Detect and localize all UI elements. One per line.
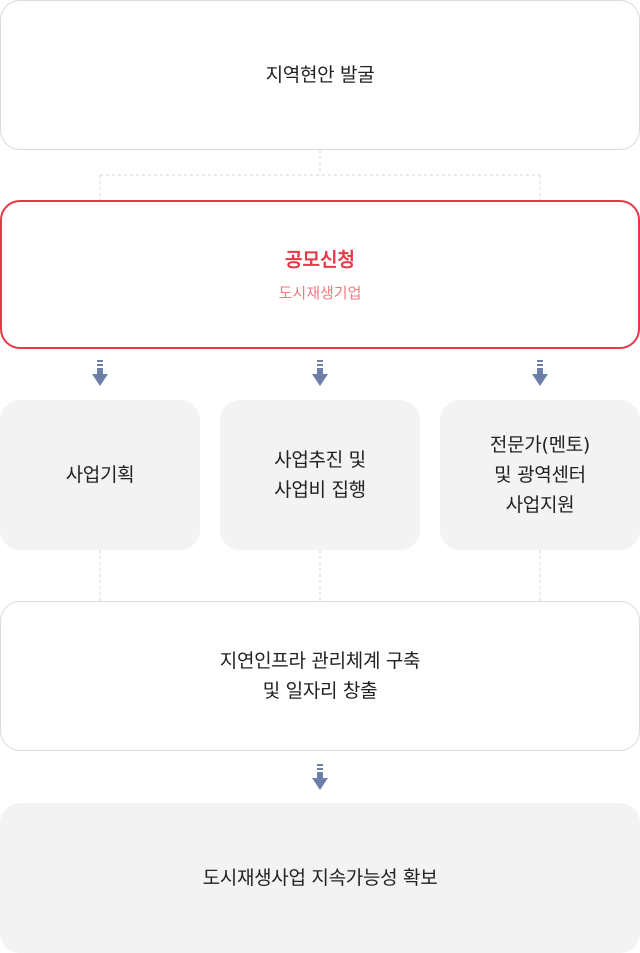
down-arrow-icon <box>532 360 548 386</box>
step-infrastructure-box: 지연인프라 관리체계 구축 및 일자리 창출 <box>0 601 640 751</box>
step-planning-label: 사업기획 <box>65 464 135 486</box>
step-execution-box: 사업추진 및 사업비 집행 <box>220 400 420 550</box>
step-infrastructure-label: 지연인프라 관리체계 구축 및 일자리 창출 <box>219 650 421 702</box>
step-sustainability-label: 도시재생사업 지속가능성 확보 <box>202 867 438 889</box>
down-arrow-icon <box>312 360 328 386</box>
step-application-subtitle: 도시재생기업 <box>278 283 362 302</box>
step-discovery-label: 지역현안 발굴 <box>265 64 375 86</box>
step-discovery-box: 지역현안 발굴 <box>0 0 640 150</box>
step-application-box: 공모신청 도시재생기업 <box>0 200 640 349</box>
step-support-label: 전문가(멘토) 및 광역센터 사업지원 <box>489 434 591 516</box>
step-planning-box: 사업기획 <box>0 400 200 550</box>
step-support-box: 전문가(멘토) 및 광역센터 사업지원 <box>440 400 640 550</box>
step-execution-label: 사업추진 및 사업비 집행 <box>274 449 366 501</box>
down-arrow-icon <box>92 360 108 386</box>
step-application-title: 공모신청 <box>285 248 355 271</box>
down-arrow-icon <box>312 764 328 790</box>
step-sustainability-box: 도시재생사업 지속가능성 확보 <box>0 803 640 953</box>
